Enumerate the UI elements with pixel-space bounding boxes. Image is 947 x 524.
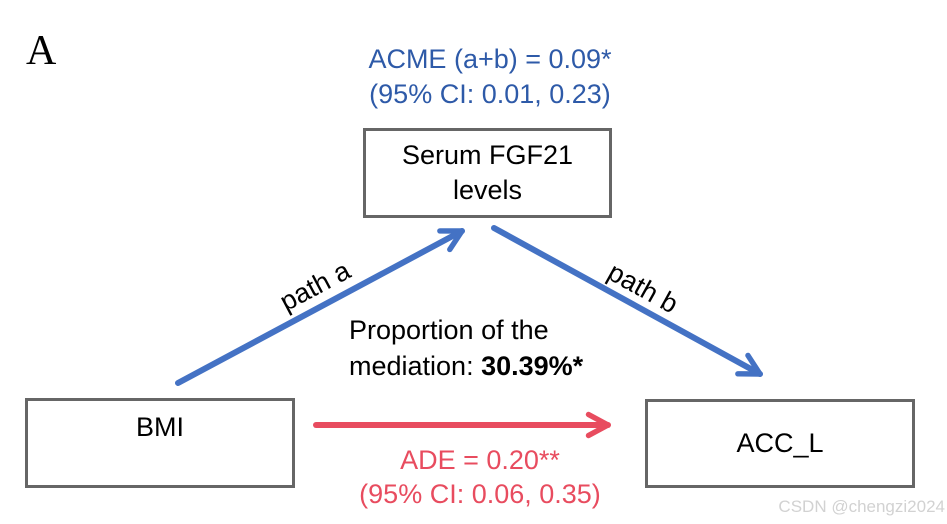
acme-ci-line: (95% CI: 0.01, 0.23): [369, 79, 611, 109]
panel-letter-label: A: [26, 28, 57, 74]
mediator-label-line1: Serum FGF21: [401, 140, 574, 170]
predictor-node-bmi: BMI: [25, 398, 295, 488]
outcome-node-acc-l: ACC_L: [645, 399, 915, 488]
ade-annotation: ADE = 0.20** (95% CI: 0.06, 0.35): [330, 443, 630, 511]
acme-annotation: ACME (a+b) = 0.09* (95% CI: 0.01, 0.23): [300, 42, 680, 112]
acme-value-line: ACME (a+b) = 0.09*: [368, 44, 612, 74]
mediator-label-line2: levels: [452, 175, 523, 205]
ade-ci-line: (95% CI: 0.06, 0.35): [359, 479, 601, 509]
proportion-line2-prefix: mediation:: [349, 351, 482, 381]
path-b-text-label: path b: [602, 256, 684, 320]
proportion-line1: Proportion of the: [349, 315, 549, 345]
proportion-line2: mediation: 30.39%*: [349, 348, 583, 384]
ade-value-line: ADE = 0.20**: [400, 445, 560, 475]
predictor-label: BMI: [135, 412, 184, 442]
proportion-value: 30.39%*: [481, 351, 584, 381]
mediator-node-serum-fgf21: Serum FGF21 levels: [363, 128, 612, 218]
watermark-text: CSDN @chengzi2024: [778, 497, 945, 516]
outcome-label: ACC_L: [736, 428, 824, 458]
proportion-of-mediation-annotation: Proportion of the mediation: 30.39%*: [349, 312, 583, 384]
